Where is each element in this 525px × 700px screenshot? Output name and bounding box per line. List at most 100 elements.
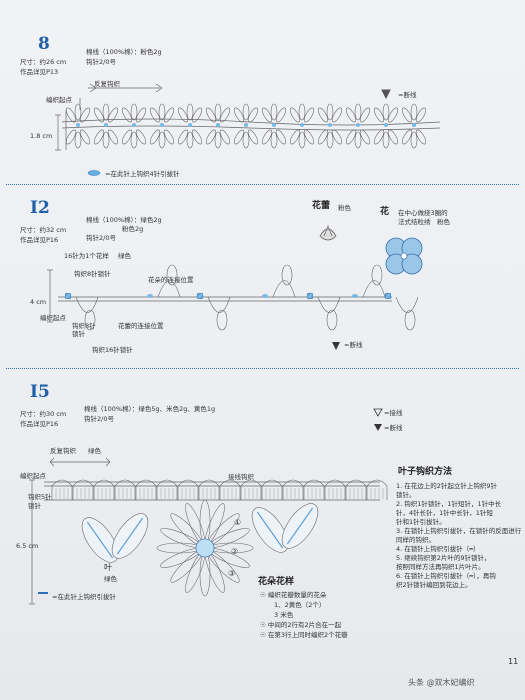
- scallop: [345, 479, 367, 500]
- i2-motif: [262, 264, 296, 298]
- project-i2-hook: 钩针2/0号: [86, 234, 116, 242]
- i2-chain8c-label: 锁针: [72, 330, 85, 338]
- i2-green-label: 绿色: [118, 252, 131, 260]
- petal-cluster: [93, 103, 119, 149]
- project-i5-number: I5: [30, 382, 50, 402]
- flower-petal: [199, 551, 211, 597]
- flower-num-2: ②: [231, 547, 239, 556]
- project-i2-chart: [47, 269, 392, 323]
- i5-footnote: =在此针上钩织引拔针: [52, 593, 116, 601]
- i2-per-flower-label: 16针为1个花样: [64, 252, 109, 260]
- project-8-finish-label: =断线: [398, 91, 417, 99]
- i2-finish-label: =断线: [344, 341, 363, 349]
- leaf-method-step: 3. 在锁针上钩织引拔针，在锁针的反面进行: [396, 527, 522, 535]
- petal-cluster: [345, 103, 371, 149]
- scallop: [198, 479, 220, 500]
- project-i5-yarn: 棉线（100%棉）：绿色5g、米色2g、黄色1g: [84, 405, 216, 413]
- i2-flower-pos-label: 花朵的连接位置: [148, 276, 194, 284]
- project-i2-number: I2: [30, 198, 50, 218]
- leaf-method-title: 叶子钩织方法: [398, 467, 453, 477]
- scallop: [51, 479, 73, 500]
- page-number: 11: [508, 657, 519, 666]
- leaf-label: 叶: [104, 563, 112, 572]
- flower-pattern-item: ☉ 在第3行上同时编织2个花瓣: [260, 631, 348, 639]
- leaf-color-label: 绿色: [104, 575, 117, 583]
- bud-title: 花蕾: [312, 201, 331, 211]
- flower-title: 花: [380, 207, 390, 217]
- i2-motif: [384, 292, 419, 331]
- flower-desc-2: 法式结粒绣: [398, 218, 431, 226]
- i5-join-legend: =接线: [384, 409, 403, 417]
- flower-desc-1: 在中心做绕3圈的: [398, 209, 448, 217]
- i2-finish-triangle: [332, 342, 340, 350]
- flower-petal: [156, 542, 202, 554]
- i2-start-label: 编织起点: [40, 314, 66, 322]
- scallop: [219, 479, 241, 500]
- project-8-ref: 作品详见P13: [20, 68, 59, 76]
- flower-pattern-item: 1、2黄色（2个）: [274, 601, 326, 609]
- project-8-marks: [87, 89, 391, 176]
- project-i2-size: 尺寸：约32 cm: [20, 226, 67, 234]
- i2-chain8b-label: 钩织8针: [72, 322, 96, 330]
- petal-cluster: [401, 103, 427, 149]
- section-divider: [6, 368, 519, 369]
- project-8-hook: 钩针2/0号: [86, 58, 116, 66]
- petal-cluster: [317, 103, 343, 149]
- section-divider: [6, 184, 519, 185]
- scallop: [261, 479, 283, 500]
- flower-num-3: ③: [228, 569, 236, 578]
- scallop: [114, 479, 136, 500]
- i5-finish-legend: =断线: [384, 424, 403, 432]
- leaf-method-step: 同样的钩织。: [396, 536, 435, 544]
- i2-chain16-label: 钩织16针锁针: [92, 346, 133, 354]
- leaf-method-step: 针和1针引拔针。: [396, 518, 446, 526]
- scallop: [135, 479, 157, 500]
- i5-start-label: 编织起点: [20, 472, 46, 480]
- scallop: [324, 479, 346, 500]
- scallop: [177, 479, 199, 500]
- petal-cluster: [233, 103, 259, 149]
- project-i5-leaves: [81, 503, 319, 563]
- scallop: [240, 479, 262, 500]
- i2-bud-pos-label: 花蕾的连接位置: [118, 322, 164, 330]
- scallop: [282, 479, 304, 500]
- project-i5-size: 尺寸：约30 cm: [20, 410, 67, 418]
- flower-pattern-title: 花朵花样: [258, 577, 295, 587]
- flower-pattern-item: ☉ 中间的2行有2片合在一起: [260, 621, 342, 629]
- petal-cluster: [373, 103, 399, 149]
- project-i5-flower: [156, 499, 254, 597]
- project-8-yarn: 棉线（100%棉）：粉色2g: [86, 48, 162, 56]
- petal-cluster: [65, 103, 91, 149]
- i5-join-label: 接线钩织: [228, 473, 254, 481]
- scallop: [156, 479, 178, 500]
- i5-repeat-label: 反复钩织: [50, 447, 76, 455]
- leaf-method-step: 2. 钩织1针锁针，1针短针，1针中长: [396, 500, 502, 508]
- flower-pattern-item: 3 米色: [274, 611, 294, 619]
- i5-chain5a-label: 钩织5针: [28, 493, 52, 501]
- petal-cluster: [121, 103, 147, 149]
- flower-color: 粉色: [437, 218, 450, 226]
- project-i5-hook: 钩针2/0号: [84, 415, 114, 423]
- leaf-method-step: 针，4针长针，1针中长针，1针短: [396, 509, 493, 517]
- leaf-method-step: 5. 继续钩织第2片叶的9针锁针，: [396, 554, 491, 562]
- bud-color: 粉色: [338, 204, 351, 212]
- petal-cluster: [261, 103, 287, 149]
- flower-num-1: ①: [234, 518, 242, 527]
- project-i2-motifs: [64, 264, 419, 331]
- scallop: [366, 479, 388, 500]
- leaf-method-step: 1. 在花边上的2针起立针上钩织9针: [396, 482, 498, 490]
- i2-motif: [64, 292, 99, 331]
- flower-pattern-item: ☉ 编织花瓣数量的花朵: [260, 591, 327, 599]
- project-8-height-label: 1.8 cm: [30, 132, 53, 140]
- flower-petal: [199, 499, 211, 545]
- petal-cluster: [149, 103, 175, 149]
- petal-cluster: [177, 103, 203, 149]
- project-i2-yarn: 棉线（100%棉）：绿色2g: [86, 216, 162, 224]
- project-8-motifs: [65, 103, 427, 149]
- project-i5-ref: 作品详见P16: [20, 420, 59, 428]
- i2-motif: [306, 292, 341, 331]
- scallop: [72, 479, 94, 500]
- bud-drawing: [319, 225, 337, 241]
